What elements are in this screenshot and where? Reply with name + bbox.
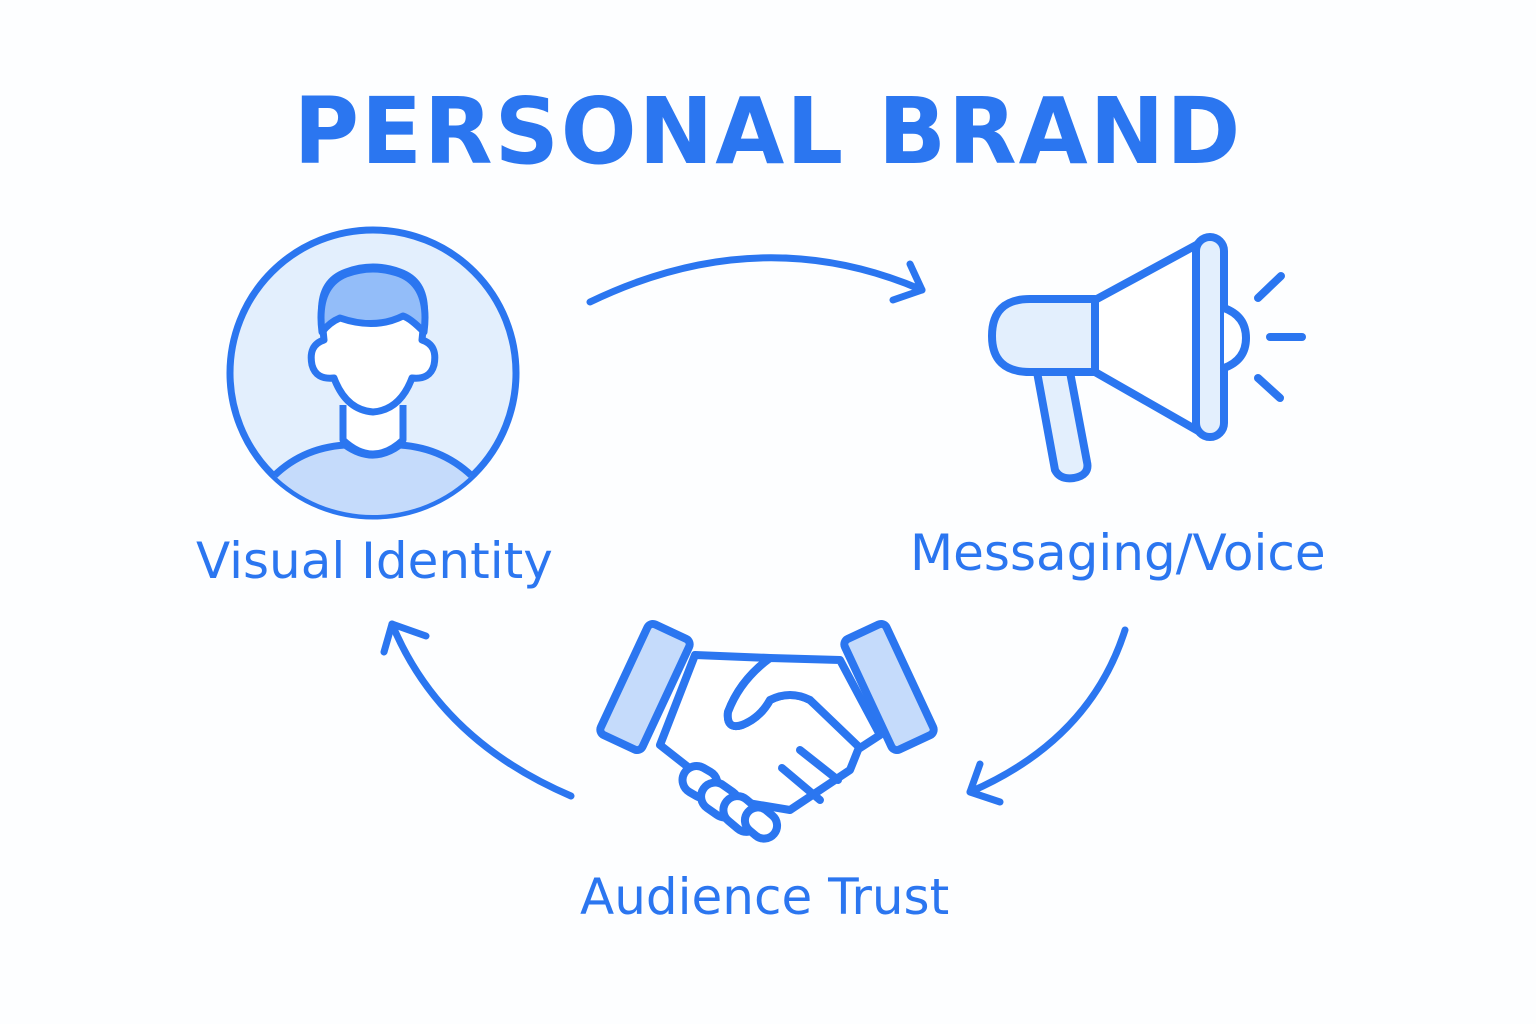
node-label-messaging-voice: Messaging/Voice [910, 524, 1326, 582]
arrow-messaging-to-trust [966, 626, 1129, 796]
node-label-visual-identity: Visual Identity [196, 532, 553, 590]
person-avatar-icon [226, 226, 520, 520]
diagram-title: PERSONAL BRAND [293, 78, 1243, 185]
node-label-audience-trust: Audience Trust [580, 868, 950, 926]
handshake-icon [596, 619, 938, 843]
cycle-arrows [380, 254, 1129, 806]
megaphone-icon [988, 233, 1306, 483]
arrow-visual-to-messaging [586, 254, 926, 306]
arrow-trust-to-visual [388, 620, 575, 800]
